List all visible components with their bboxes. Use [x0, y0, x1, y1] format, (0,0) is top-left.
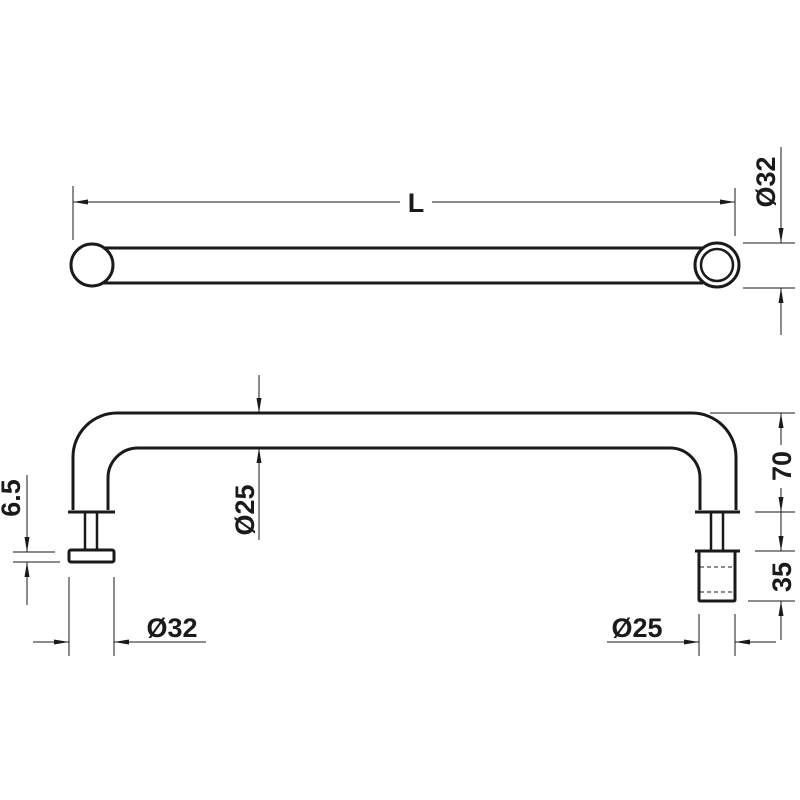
- handle-inner-contour: [106, 446, 702, 510]
- left-base-diameter-dimension: Ø32: [33, 577, 206, 656]
- bar-diameter-dimension: Ø25: [230, 375, 262, 540]
- top-diameter-dimension: Ø32: [743, 147, 795, 335]
- base-thickness-dimension: 6.5: [0, 475, 60, 605]
- height-label: 70: [767, 451, 797, 481]
- height-dimension: 70: [710, 412, 797, 513]
- base-thickness-label: 6.5: [0, 479, 26, 517]
- right-sleeve-diameter-dimension: Ø25: [607, 613, 776, 656]
- left-end-cap: [69, 242, 115, 288]
- right-mount: [695, 510, 740, 603]
- top-diameter-label: Ø32: [751, 156, 781, 207]
- sleeve-length-label: 35: [767, 562, 797, 592]
- front-view: Ø25 70 35 6.5 Ø32 Ø25: [0, 375, 797, 656]
- length-label: L: [408, 188, 425, 218]
- handle-outer-contour: [71, 411, 738, 510]
- right-sleeve-diameter-label: Ø25: [611, 613, 662, 643]
- top-bar: [69, 241, 741, 289]
- bar-diameter-label: Ø25: [230, 484, 260, 535]
- top-view: L Ø32: [69, 147, 795, 335]
- right-end-cap-inner: [699, 247, 735, 283]
- left-base-diameter-label: Ø32: [146, 613, 197, 643]
- left-base-plate: [67, 548, 116, 564]
- sleeve-length-dimension: 35: [748, 512, 797, 640]
- length-dimension: L: [72, 186, 736, 240]
- right-sleeve: [697, 549, 737, 603]
- left-mount: [67, 510, 116, 564]
